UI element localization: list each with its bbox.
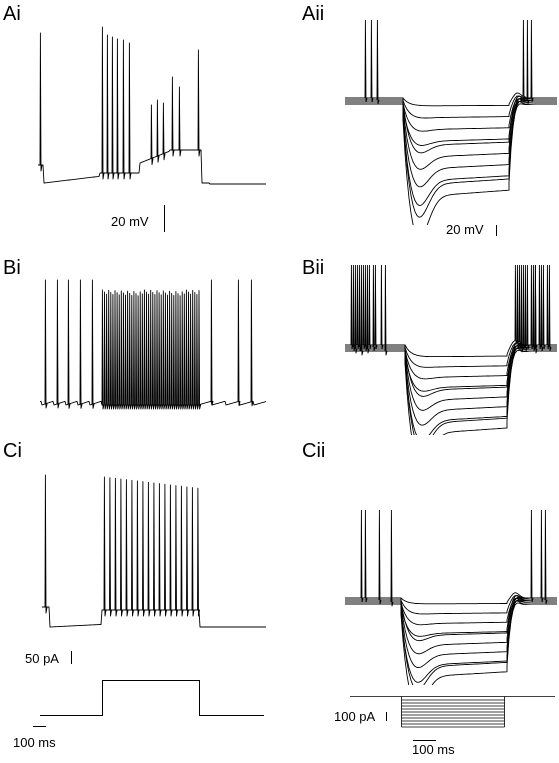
panel-label-bi: Bi — [3, 257, 21, 279]
panel-label-aii: Aii — [302, 3, 325, 25]
panel-label-bii: Bii — [302, 257, 325, 279]
time-scale-label-right: 100 ms — [412, 742, 455, 757]
trace-aii-sweep — [345, 97, 557, 218]
traces-cii — [345, 510, 557, 685]
current-scale-label-left: 50 pA — [25, 651, 59, 666]
trace-aii-sweep — [345, 103, 557, 206]
voltage-scale-label-right: 20 mV — [446, 222, 484, 237]
trace-cii-sweep — [345, 602, 557, 683]
traces-bii — [345, 265, 557, 435]
voltage-scale-label-left: 20 mV — [111, 214, 149, 229]
trace-ci-line — [42, 474, 266, 628]
trace-bi-line — [39, 279, 267, 410]
traces-aii — [345, 20, 557, 225]
panel-label-ci: Ci — [3, 440, 22, 462]
current-scale-label-right: 100 pA — [334, 709, 376, 724]
current-step-protocol-right — [350, 696, 555, 728]
trace-ai — [38, 26, 266, 185]
trace-cii-sweep — [345, 600, 557, 669]
trace-bii-sweep — [345, 347, 557, 426]
trace-aii-sweep — [345, 100, 557, 188]
panel-label-cii: Cii — [302, 440, 326, 462]
panel-label-ai: Ai — [3, 3, 21, 25]
trace-aii-sweep — [345, 99, 557, 225]
trace-bii-sweep — [345, 350, 557, 435]
trace-bii-sweep — [345, 346, 557, 435]
trace-bi — [39, 279, 267, 410]
trace-cii-sweep — [345, 596, 557, 685]
trace-bii-sweep — [345, 344, 557, 435]
current-step-protocol-left — [40, 680, 264, 716]
trace-ci — [42, 474, 266, 628]
time-scale-label-left: 100 ms — [13, 735, 56, 750]
trace-bii-sweep — [345, 265, 557, 368]
trace-ai-line — [38, 26, 266, 185]
trace-cii-sweep — [345, 599, 557, 685]
